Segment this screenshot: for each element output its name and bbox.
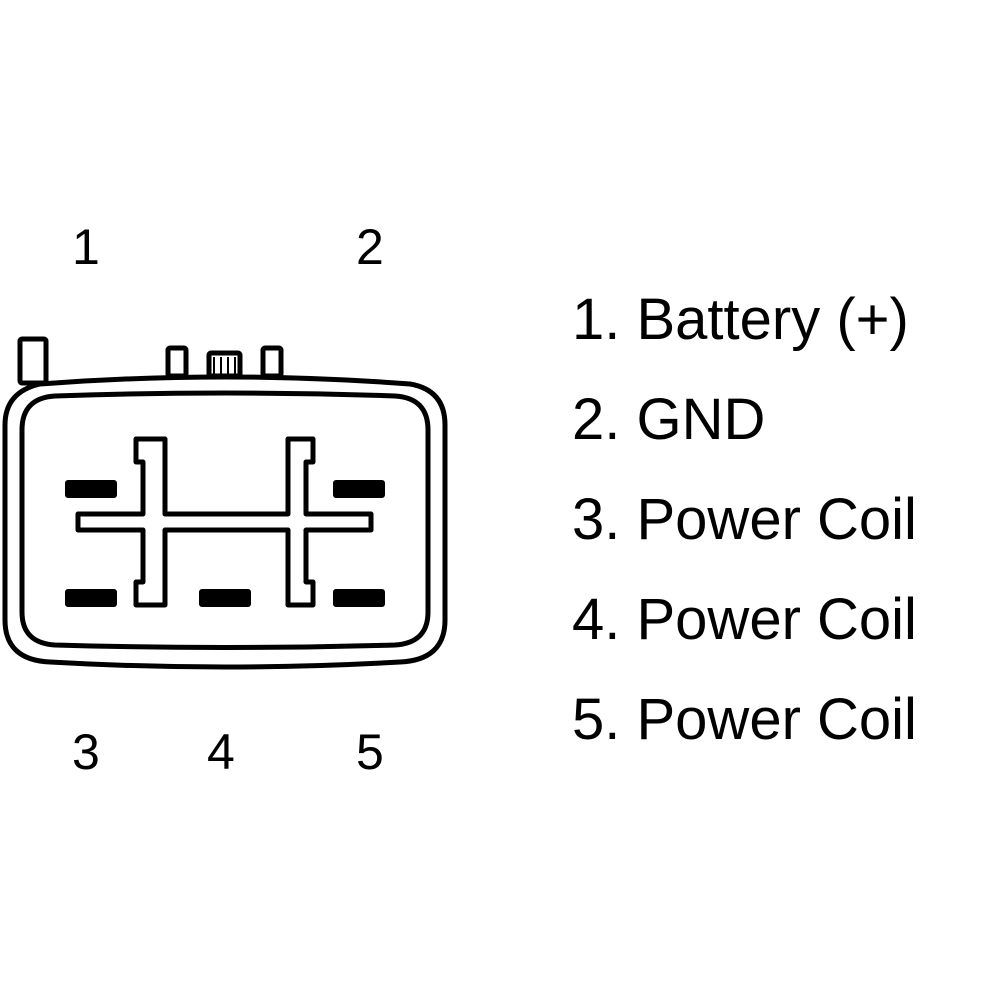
- terminal-1: [65, 480, 117, 498]
- pinout-legend: 1. Battery (+) 2. GND 3. Power Coil 4. P…: [572, 270, 917, 770]
- legend-item: 1. Battery (+): [572, 287, 909, 352]
- tab-right: [260, 345, 284, 379]
- pin-label-3: 3: [72, 724, 100, 780]
- legend-item: 4. Power Coil: [572, 587, 917, 652]
- terminal-5: [333, 589, 385, 607]
- key-rail-left: [75, 436, 374, 608]
- pin-label-1: 1: [72, 219, 100, 275]
- legend-item: 2. GND: [572, 387, 766, 452]
- terminal-2: [333, 480, 385, 498]
- terminal-3: [65, 589, 117, 607]
- tab-left: [165, 345, 189, 379]
- terminal-4: [199, 589, 251, 607]
- pin-label-4: 4: [207, 724, 235, 780]
- pin-label-5: 5: [356, 724, 384, 780]
- latch-post: [17, 336, 49, 386]
- pin-label-2: 2: [356, 219, 384, 275]
- connector-shell-outer: [2, 374, 448, 670]
- legend-item: 3. Power Coil: [572, 487, 917, 552]
- legend-item: 5. Power Coil: [572, 687, 917, 752]
- connector-diagram: [2, 336, 448, 670]
- connector-shell-inner: [19, 390, 431, 650]
